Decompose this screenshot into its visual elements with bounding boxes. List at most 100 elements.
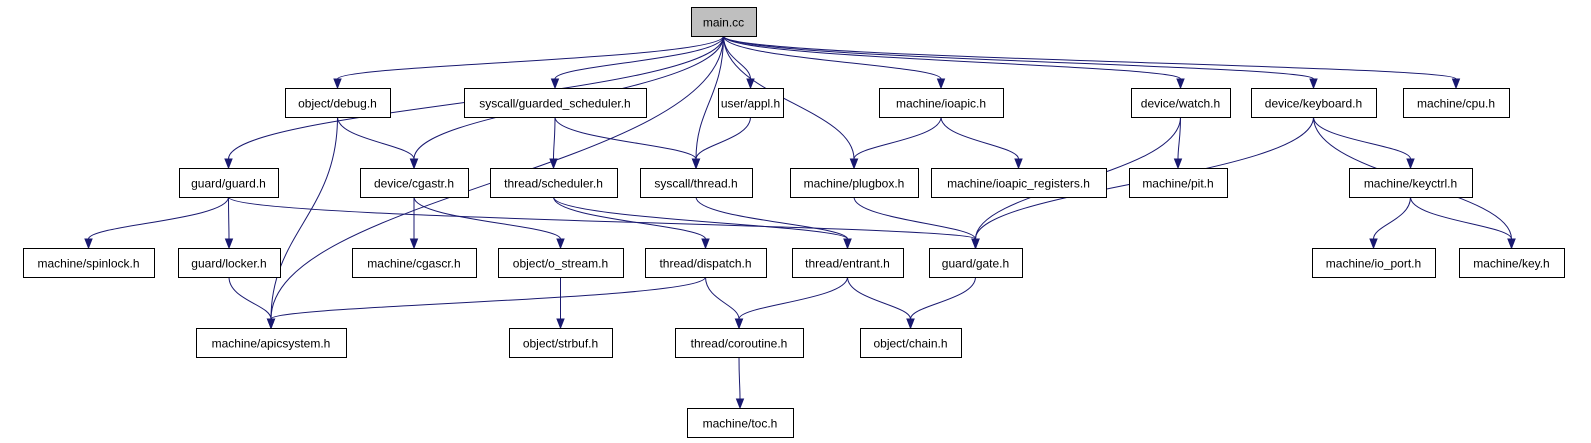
node-keyboard[interactable]: device/keyboard.h (1251, 88, 1377, 118)
arrowhead-icon (734, 318, 744, 330)
node-label: machine/ioapic.h (896, 97, 986, 111)
node-box (931, 168, 1107, 198)
node-debug[interactable]: object/debug.h (285, 88, 391, 118)
node-sthread[interactable]: syscall/thread.h (640, 168, 753, 198)
node-label: thread/dispatch.h (659, 257, 751, 271)
node-box (691, 7, 757, 37)
arrowhead-icon (1173, 158, 1183, 170)
node-ioregs[interactable]: machine/ioapic_registers.h (931, 168, 1107, 198)
edge-guard-to-spinlock (84, 196, 229, 250)
node-keyctrl[interactable]: machine/keyctrl.h (1349, 168, 1473, 198)
arrowhead-icon (1507, 238, 1516, 250)
node-box (509, 328, 613, 358)
arrowhead-icon (1451, 78, 1461, 90)
node-gsched[interactable]: syscall/guarded_scheduler.h (464, 88, 647, 118)
node-cpu[interactable]: machine/cpu.h (1403, 88, 1510, 118)
arrowhead-icon (333, 78, 342, 90)
edge-main-to-watch (723, 35, 1185, 90)
edge-guard-to-gate (228, 196, 980, 250)
node-coroutine[interactable]: thread/coroutine.h (675, 328, 804, 358)
arrowhead-icon (746, 78, 755, 90)
node-box (498, 248, 624, 278)
node-label: syscall/guarded_scheduler.h (479, 97, 630, 111)
node-box (860, 328, 962, 358)
edge-keyctrl-to-ioport (1369, 196, 1411, 250)
edge-appl-to-sthread (691, 116, 751, 170)
node-strbuf[interactable]: object/strbuf.h (509, 328, 613, 358)
node-toc[interactable]: machine/toc.h (687, 408, 794, 438)
node-label: machine/cgascr.h (367, 257, 460, 271)
node-box (792, 248, 904, 278)
node-gate[interactable]: guard/gate.h (929, 248, 1023, 278)
node-label: thread/scheduler.h (504, 177, 603, 191)
node-dispatch[interactable]: thread/dispatch.h (645, 248, 767, 278)
edge-dispatch-to-apicsystem (266, 276, 706, 330)
node-label: object/debug.h (298, 97, 377, 111)
node-label: object/o_stream.h (513, 257, 608, 271)
arrowhead-icon (409, 238, 419, 250)
node-box (1349, 168, 1473, 198)
arrowhead-icon (550, 78, 560, 90)
node-box (490, 168, 618, 198)
node-box (1312, 248, 1436, 278)
edge-gsched-to-sthread (554, 116, 701, 170)
node-ostream[interactable]: object/o_stream.h (498, 248, 624, 278)
edge-watch-to-pit (1173, 116, 1183, 170)
node-key[interactable]: machine/key.h (1459, 248, 1565, 278)
arrowhead-icon (701, 238, 710, 250)
node-box (640, 168, 753, 198)
node-ioport[interactable]: machine/io_port.h (1312, 248, 1436, 278)
node-label: machine/pit.h (1142, 177, 1213, 191)
node-box (196, 328, 347, 358)
arrowhead-icon (971, 238, 980, 250)
node-box (1131, 88, 1231, 118)
node-box (352, 248, 477, 278)
node-spinlock[interactable]: machine/spinlock.h (23, 248, 155, 278)
node-scheduler[interactable]: thread/scheduler.h (490, 168, 618, 198)
node-plugbox[interactable]: machine/plugbox.h (790, 168, 919, 198)
edge-ioapic-to-ioregs (940, 116, 1023, 170)
node-box (718, 88, 784, 118)
arrowhead-icon (266, 318, 276, 330)
arrowhead-icon (1014, 158, 1023, 170)
node-box (790, 168, 919, 198)
edge-ostream-to-strbuf (556, 276, 565, 330)
edge-debug-to-cgastr (337, 116, 419, 170)
arrowhead-icon (409, 158, 419, 170)
edge-keyboard-to-keyctrl (1313, 116, 1415, 170)
node-box (879, 88, 1004, 118)
edge-gsched-to-scheduler (549, 116, 558, 170)
node-watch[interactable]: device/watch.h (1131, 88, 1231, 118)
node-label: machine/io_port.h (1326, 257, 1421, 271)
node-guard[interactable]: guard/guard.h (179, 168, 279, 198)
node-label: machine/apicsystem.h (212, 337, 331, 351)
node-cgastr[interactable]: device/cgastr.h (360, 168, 469, 198)
node-box (285, 88, 391, 118)
node-entrant[interactable]: thread/entrant.h (792, 248, 904, 278)
node-ioapic[interactable]: machine/ioapic.h (879, 88, 1004, 118)
node-main[interactable]: main.cc (691, 7, 757, 37)
node-cgascr[interactable]: machine/cgascr.h (352, 248, 477, 278)
node-box (464, 88, 647, 118)
node-locker[interactable]: guard/locker.h (178, 248, 281, 278)
edge-plugbox-to-gate (853, 196, 980, 250)
node-label: machine/toc.h (703, 417, 778, 431)
node-box (675, 328, 804, 358)
edge-gate-to-chain (906, 276, 976, 330)
node-label: guard/locker.h (191, 257, 266, 271)
node-label: machine/key.h (1473, 257, 1549, 271)
node-label: machine/ioapic_registers.h (947, 177, 1090, 191)
node-apicsystem[interactable]: machine/apicsystem.h (196, 328, 347, 358)
edge-main-to-gsched (550, 35, 724, 90)
node-box (179, 168, 279, 198)
arrowhead-icon (735, 398, 745, 410)
node-chain[interactable]: object/chain.h (860, 328, 962, 358)
node-label: machine/spinlock.h (37, 257, 139, 271)
node-appl[interactable]: user/appl.h (718, 88, 784, 118)
node-label: device/cgastr.h (374, 177, 454, 191)
node-label: device/keyboard.h (1265, 97, 1362, 111)
node-label: machine/plugbox.h (804, 177, 905, 191)
node-label: user/appl.h (721, 97, 780, 111)
node-label: main.cc (703, 16, 744, 30)
node-pit[interactable]: machine/pit.h (1129, 168, 1228, 198)
